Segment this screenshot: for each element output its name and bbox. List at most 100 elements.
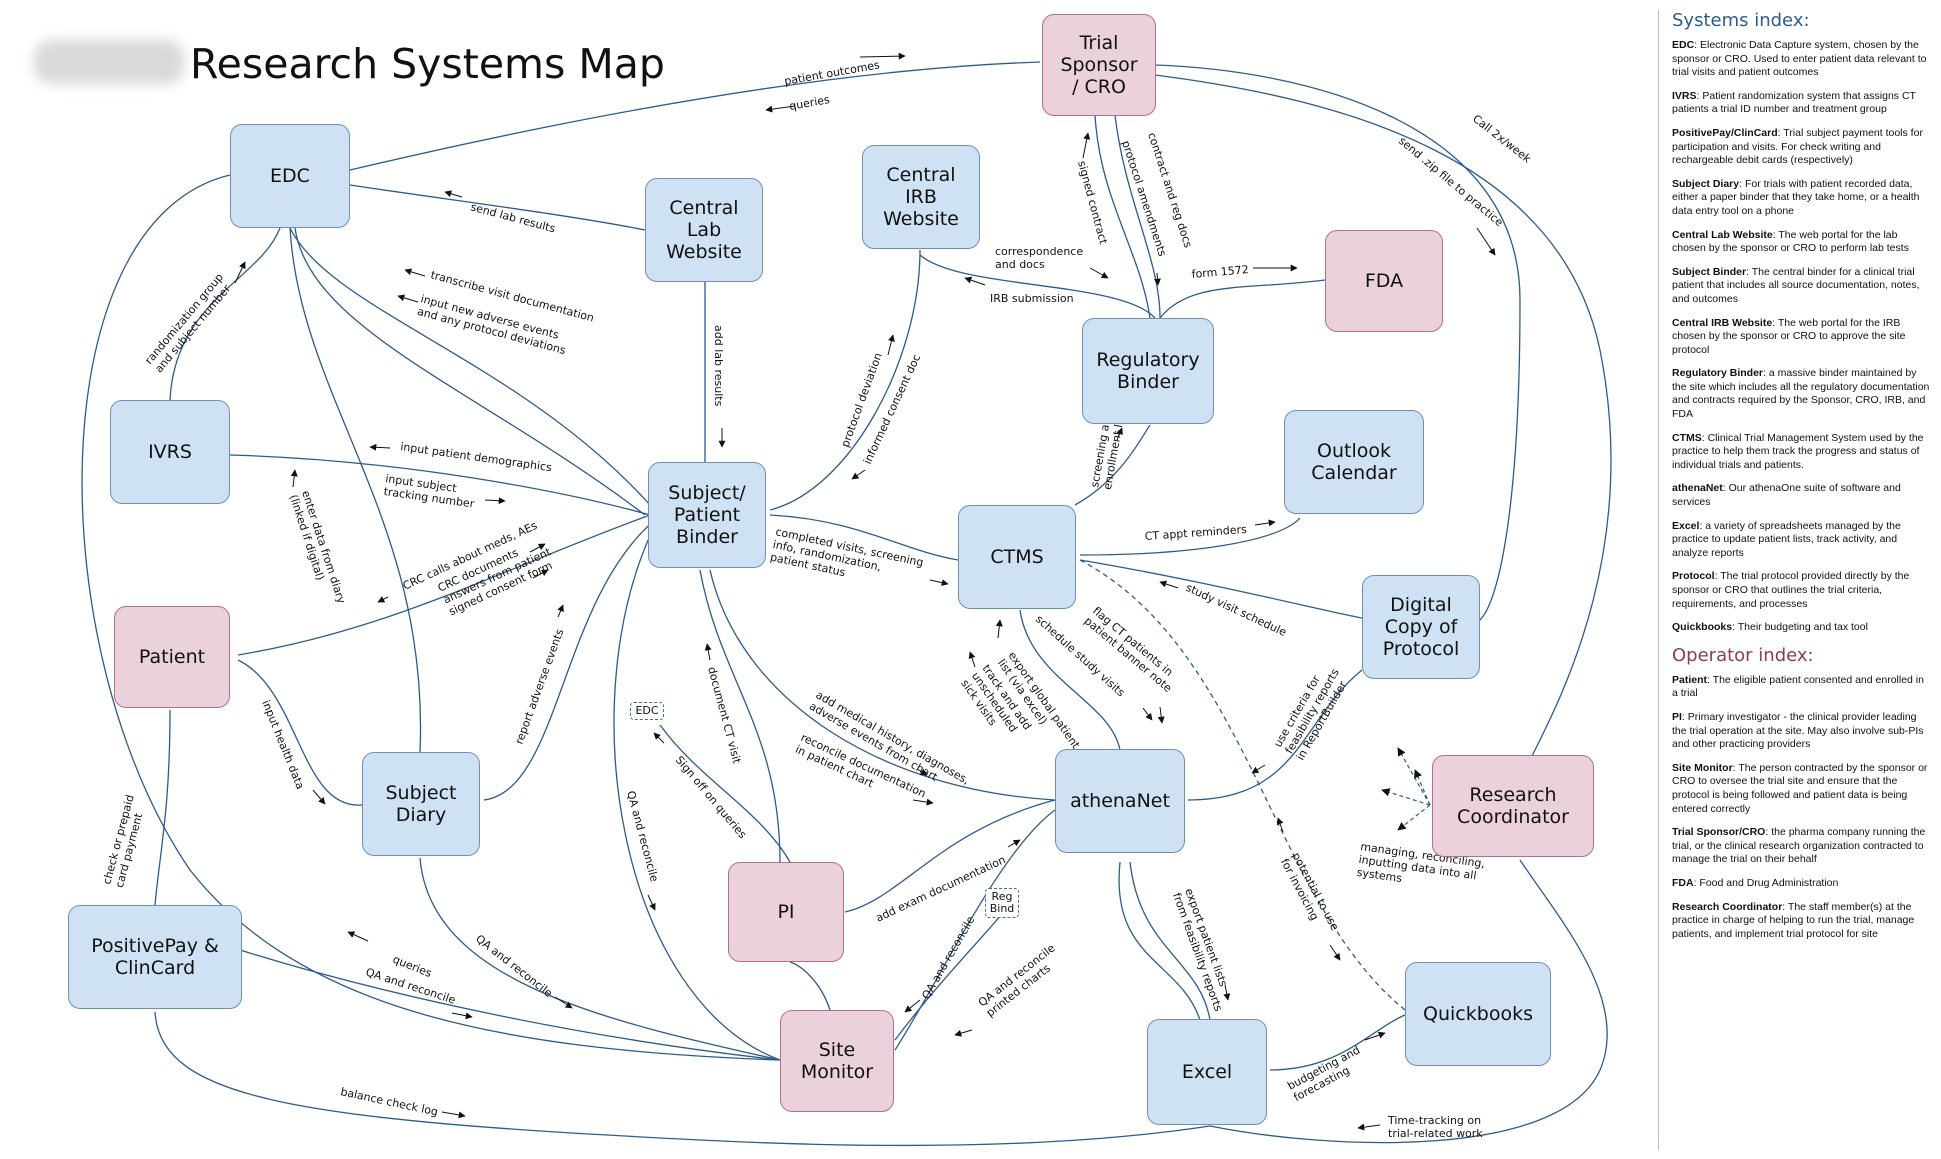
systems-index-definition: : Patient randomization system that assi… [1672, 89, 1916, 116]
systems-index-entry: Quickbooks: Their budgeting and tax tool [1672, 621, 1932, 635]
edge-athena-excel [1118, 861, 1201, 1021]
label-send-zip: send .zip file to practice [1396, 134, 1506, 229]
edge-fda-regbinder [1159, 279, 1326, 319]
systems-index-term: Central Lab Website [1672, 228, 1773, 241]
mini-reg-bind-badge: Reg Bind [985, 888, 1019, 918]
rc-broadcast-arrows [1381, 747, 1431, 831]
systems-index-term: IVRS [1672, 89, 1697, 102]
label-flag-ct-patients: flag CT patients inpatient banner note [1082, 604, 1183, 695]
systems-index-entry: athenaNet: Our athenaOne suite of softwa… [1672, 482, 1932, 509]
systems-map-edges: patient outcomes queries Call 2x/week se… [81, 52, 1612, 1147]
node-excel[interactable]: Excel [1147, 1019, 1267, 1125]
node-outlook-calendar[interactable]: Outlook Calendar [1284, 410, 1424, 514]
systems-index-term: EDC [1672, 39, 1695, 51]
edge-positivepay-excel [154, 1011, 1211, 1147]
label-check-prepaid: check or prepaidcard payment [100, 793, 149, 889]
operator-index-definition: : The staff member(s) at the practice in… [1672, 900, 1915, 940]
mini-edc-badge: EDC [630, 702, 664, 720]
node-site-monitor[interactable]: Site Monitor [780, 1010, 894, 1112]
label-qa-reconcile-pi: QA and reconcile [919, 914, 977, 1002]
edge-ivrs-binder [229, 454, 651, 516]
systems-index-entry: Subject Binder: The central binder for a… [1672, 266, 1932, 307]
node-positivepay-clincard[interactable]: PositivePay & ClinCard [68, 905, 242, 1009]
edge-sitemonitor-regbind [894, 909, 1006, 1041]
node-pi[interactable]: PI [728, 862, 844, 962]
systems-index-definition: : For trials with patient recorded data,… [1672, 177, 1920, 217]
systems-index-definition: : Their budgeting and tax tool [1732, 621, 1868, 634]
edge-sponsor-rc [1154, 74, 1612, 761]
node-subject-diary[interactable]: Subject Diary [362, 752, 480, 856]
label-report-adverse-events: report adverse events [513, 627, 567, 746]
page-title: Research Systems Map [190, 40, 665, 88]
edge-binder-athena [709, 569, 1056, 801]
label-document-ct-visit: document CT visit [705, 665, 744, 765]
systems-index-term: PositivePay/ClinCard [1672, 126, 1778, 139]
edge-ctms-outlook [1079, 517, 1301, 556]
operator-index-entry: Trial Sponsor/CRO: the pharma company ru… [1672, 826, 1932, 867]
systems-index-entry: Central Lab Website: The web portal for … [1672, 229, 1932, 256]
operator-index-entry: FDA: Food and Drug Administration [1672, 877, 1932, 891]
edge-protocol-athena [1187, 669, 1363, 801]
node-central-irb-website[interactable]: Central IRB Website [862, 145, 980, 249]
systems-index-list: EDC: Electronic Data Capture system, cho… [1672, 39, 1932, 635]
index-sidebar: Systems index: EDC: Electronic Data Capt… [1660, 0, 1941, 1159]
systems-index-entry: CTMS: Clinical Trial Management System u… [1672, 432, 1932, 473]
label-budgeting-forecasting: budgeting andforecasting [1285, 1044, 1368, 1105]
node-athenanet[interactable]: athenaNet [1055, 749, 1185, 853]
edge-patient-diary [237, 659, 363, 806]
systems-index-definition: : a massive binder maintained by the sit… [1672, 367, 1930, 421]
node-ivrs[interactable]: IVRS [110, 400, 230, 504]
edge-binder-ctms [769, 514, 959, 561]
node-patient[interactable]: Patient [114, 606, 230, 708]
operator-index-heading: Operator index: [1672, 644, 1814, 666]
node-quickbooks[interactable]: Quickbooks [1405, 962, 1551, 1066]
edge-ctms-regbinder [1074, 424, 1151, 506]
operator-index-term: Patient [1672, 673, 1708, 686]
systems-index-definition: : Trial subject payment tools for partic… [1672, 126, 1923, 167]
systems-index-entry: Excel: a variety of spreadsheets managed… [1672, 520, 1932, 561]
edge-ctms-quickbooks-dashed [1079, 559, 1406, 1011]
sidebar-divider [1658, 10, 1659, 1150]
operator-index-definition: : The person contracted by the sponsor o… [1672, 761, 1928, 815]
node-central-lab-website[interactable]: Central Lab Website [645, 178, 763, 282]
node-regulatory-binder[interactable]: Regulatory Binder [1082, 318, 1214, 424]
operator-index-list: Patient: The eligible patient consented … [1672, 674, 1932, 942]
edge-sitemonitor-pi [789, 961, 831, 1011]
label-add-lab-results: add lab results [712, 325, 725, 407]
systems-index-entry: Central IRB Website: The web portal for … [1672, 317, 1932, 358]
label-call-2x-week: Call 2x/week [1470, 112, 1534, 166]
operator-index-term: Research Coordinator [1672, 900, 1783, 913]
systems-index-term: CTMS [1672, 431, 1702, 444]
operator-index-definition: : the pharma company running the trial, … [1672, 826, 1926, 866]
systems-index-definition: : Electronic Data Capture system, chosen… [1672, 39, 1927, 79]
node-fda[interactable]: FDA [1325, 230, 1443, 332]
node-research-coordinator[interactable]: Research Coordinator [1432, 755, 1594, 857]
node-ctms[interactable]: CTMS [958, 505, 1076, 609]
operator-index-term: FDA [1672, 876, 1694, 889]
edge-irb-regbinder [919, 254, 1156, 319]
node-edc[interactable]: EDC [230, 124, 350, 228]
edge-sitemonitor-athena [894, 809, 1056, 1051]
node-digital-copy-of-protocol[interactable]: Digital Copy of Protocol [1362, 575, 1480, 679]
node-trial-sponsor-cro[interactable]: Trial Sponsor / CRO [1042, 14, 1156, 116]
edge-athena-excel-2 [1129, 861, 1211, 1021]
node-subject-patient-binder[interactable]: Subject/ Patient Binder [648, 462, 766, 568]
label-qa-reconcile-binder: QA and reconcile [624, 789, 661, 883]
label-completed-visits: completed visits, screeninginfo, randomi… [769, 525, 925, 595]
label-potential-invoicing: potential to usefor invoicing [1278, 850, 1342, 939]
systems-index-term: Protocol [1672, 570, 1715, 583]
label-ct-appt-reminders: CT appt reminders [1144, 523, 1247, 543]
operator-index-entry: PI: Primary investigator - the clinical … [1672, 711, 1932, 752]
edge-edc-centrallab [349, 184, 646, 231]
operator-index-entry: Patient: The eligible patient consented … [1672, 674, 1932, 701]
label-sign-off-queries: Sign off on queries [673, 754, 750, 842]
operator-index-entry: Site Monitor: The person contracted by t… [1672, 762, 1932, 816]
edge-edc-binder-2 [289, 227, 651, 506]
edge-sponsor-regbinder-2 [1114, 114, 1161, 319]
systems-index-term: Regulatory Binder [1672, 367, 1764, 380]
edge-patient-positivepay [154, 709, 171, 906]
systems-index-entry: EDC: Electronic Data Capture system, cho… [1672, 39, 1932, 80]
label-study-visit-schedule: study visit schedule [1184, 581, 1289, 639]
edge-edc-diary [289, 227, 422, 753]
systems-index-entry: Protocol: The trial protocol provided di… [1672, 570, 1932, 611]
